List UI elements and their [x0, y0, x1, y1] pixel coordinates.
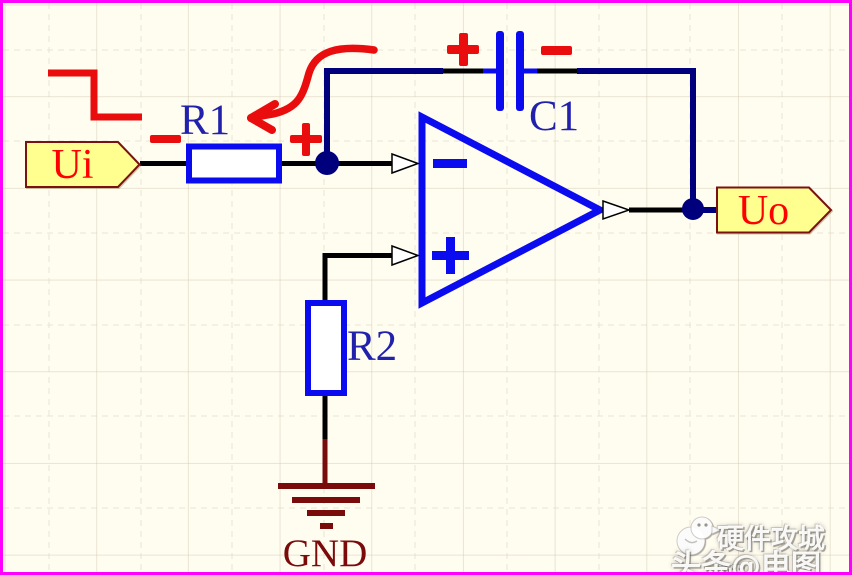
- pin-arrow-inverting: [391, 152, 421, 175]
- output-port-label: Uo: [737, 187, 790, 234]
- designator-r2: R2: [347, 323, 398, 370]
- schematic-drawing: [3, 3, 849, 572]
- opamp-minus-symbol: [433, 159, 467, 168]
- watermark-line1: 硬件攻城狮: [717, 524, 825, 572]
- annotation-plus-c1: [447, 33, 479, 66]
- wire-noninverting: [322, 253, 392, 302]
- step-waveform-annotation: [48, 69, 142, 121]
- input-port-shape: [25, 141, 141, 188]
- wire-feedback-left: [324, 68, 443, 163]
- watermark-line2: 头条@电图的丸: [671, 549, 821, 575]
- grid-dashed-lines: [3, 3, 849, 572]
- pin-arrow-output: [602, 199, 632, 221]
- annotation-plus-node: [290, 123, 322, 156]
- opamp-body: [418, 111, 608, 309]
- gnd-symbol: [278, 439, 375, 529]
- input-port-label: Ui: [51, 141, 94, 188]
- capacitor-plate-right: [516, 31, 524, 111]
- gnd-label: GND: [282, 532, 368, 575]
- curved-arrow-annotation: [251, 44, 378, 121]
- curved-arrow-head: [247, 100, 279, 134]
- junction-dot-output: [682, 198, 704, 220]
- annotation-minus-r1: [150, 135, 181, 143]
- chick-logo-icon: [676, 516, 723, 556]
- opamp-plus-symbol: [432, 237, 469, 274]
- junction-dot-input: [315, 151, 339, 175]
- resistor-r1-body: [186, 143, 282, 184]
- capacitor-plate-left: [496, 31, 504, 111]
- designator-r1: R1: [180, 97, 231, 144]
- pin-arrow-noninverting: [391, 244, 421, 267]
- wire-feedback-right: [577, 68, 696, 206]
- resistor-r2-body: [305, 300, 347, 396]
- designator-c1: C1: [529, 93, 580, 140]
- output-port-shape: [716, 186, 833, 234]
- annotation-minus-c1: [541, 46, 572, 55]
